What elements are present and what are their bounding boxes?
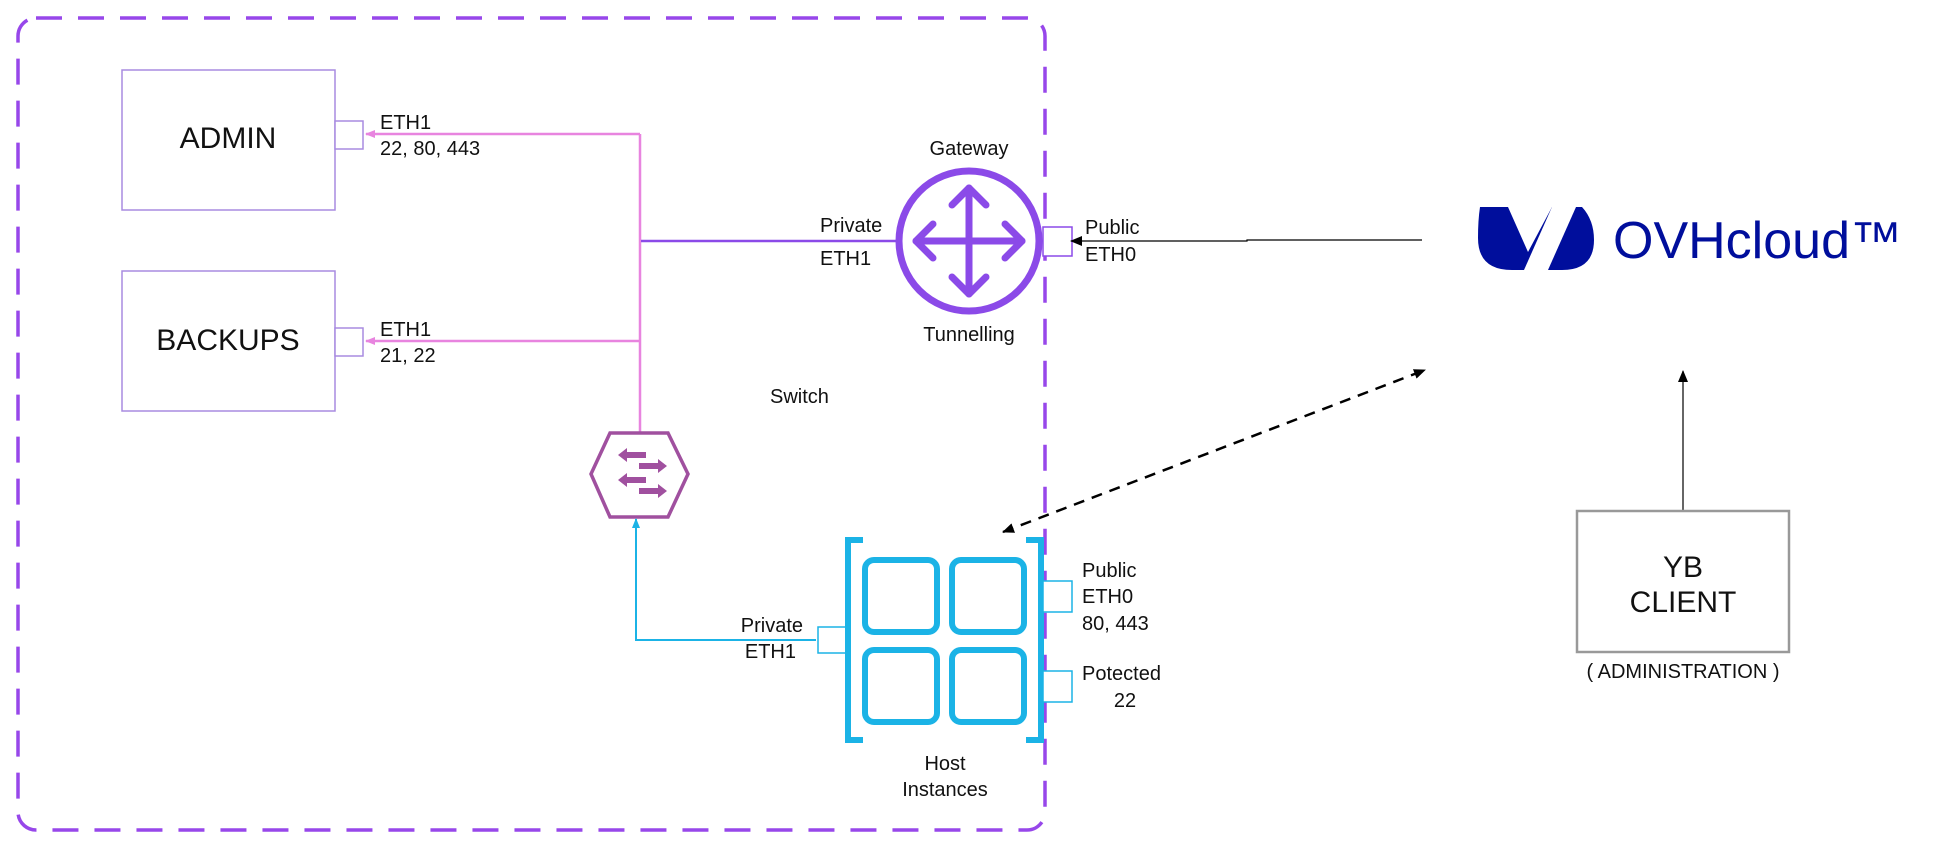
client-line1: YB (1663, 551, 1703, 584)
hosts-eth0-port (1042, 580, 1073, 613)
network-switch[interactable] (589, 431, 690, 519)
gateway-subtitle: Tunnelling (923, 324, 1015, 346)
backups-label: BACKUPS (156, 324, 299, 357)
hosts-private-label: Private (741, 615, 803, 637)
hosts-public-ports: 80, 443 (1082, 613, 1149, 635)
ovhcloud-logo: OVHcloud™ (1478, 207, 1902, 270)
admin-label: ADMIN (180, 122, 277, 155)
hosts-protected-port (1042, 670, 1073, 703)
hosts-eth1-port (817, 626, 848, 654)
backups-eth1-port (334, 327, 364, 357)
admin-iface-label: ETH1 (380, 112, 431, 134)
ovh-hosts-dashed-link (1002, 368, 1426, 534)
ovh-to-gateway-link (1070, 236, 1422, 246)
ovh-brand-name: OVHcloud™ (1613, 212, 1902, 270)
gateway-public-label: Public (1085, 217, 1139, 239)
yb-client-node[interactable]: YB CLIENT (1575, 509, 1791, 654)
hosts-title-line1: Host (924, 753, 966, 775)
hosts-public-label: Public (1082, 560, 1136, 582)
server-grid-icon (845, 537, 1044, 743)
client-caption: ( ADMINISTRATION ) (1587, 661, 1780, 683)
admin-links (365, 130, 642, 432)
admin-ports-label: 22, 80, 443 (380, 138, 480, 160)
backups-iface-label: ETH1 (380, 319, 431, 341)
backups-node[interactable]: BACKUPS (121, 270, 364, 412)
admin-node[interactable]: ADMIN (121, 69, 364, 211)
hosts-protected-ports: 22 (1114, 690, 1136, 712)
hosts-private-iface: ETH1 (745, 641, 796, 663)
gateway-private-iface: ETH1 (820, 248, 871, 270)
hosts-to-switch-link (632, 518, 816, 641)
gateway-eth0-port (1042, 226, 1073, 257)
gateway-title: Gateway (930, 138, 1009, 160)
hosts-public-iface: ETH0 (1082, 586, 1133, 608)
switch-arrows-icon (618, 448, 667, 498)
admin-eth1-port (334, 120, 364, 150)
hosts-title-line2: Instances (902, 779, 988, 801)
ovh-logo-icon (1478, 207, 1594, 270)
client-line2: CLIENT (1630, 586, 1737, 619)
gateway-public-iface: ETH0 (1085, 244, 1136, 266)
switch-label: Switch (770, 386, 829, 408)
gateway-private-label: Private (820, 215, 882, 237)
hosts-protected-label: Potected (1082, 663, 1161, 685)
gateway-router[interactable] (895, 167, 1073, 315)
backups-ports-label: 21, 22 (380, 345, 436, 367)
host-instances[interactable] (817, 537, 1073, 743)
router-arrows-icon (912, 184, 1026, 298)
